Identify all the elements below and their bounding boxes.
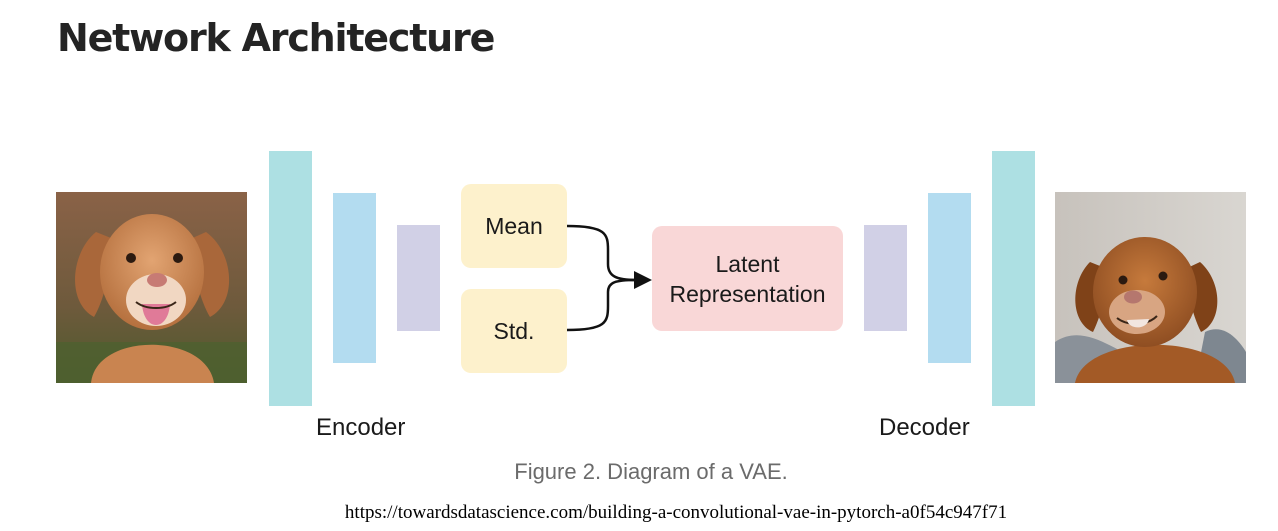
- figure-caption: Figure 2. Diagram of a VAE.: [514, 459, 788, 484]
- mean-label: Mean: [485, 213, 543, 239]
- encoder-layer-3: [397, 225, 440, 331]
- encoder-label: Encoder: [316, 414, 406, 441]
- std-label: Std.: [493, 318, 535, 344]
- std-box: Std.: [461, 289, 567, 373]
- encoder-layer-1: [269, 151, 312, 406]
- decoder-label: Decoder: [879, 414, 970, 441]
- dog-image-icon: [1055, 192, 1246, 383]
- input-dog-photo: [56, 192, 247, 383]
- source-url: https://towardsdatascience.com/building-…: [344, 502, 1008, 523]
- dog-image-icon: [56, 192, 247, 383]
- output-dog-photo: [1055, 192, 1246, 383]
- merge-arrow: [566, 224, 652, 332]
- decoder-layer-3: [992, 151, 1035, 406]
- decoder-layer-1: [864, 225, 907, 331]
- mean-box: Mean: [461, 184, 567, 268]
- encoder-layer-2: [333, 193, 376, 363]
- latent-representation-box: Latent Representation: [652, 226, 843, 331]
- latent-label-line2: Representation: [669, 280, 826, 307]
- page-title: Network Architecture: [57, 16, 495, 60]
- latent-label-line1: Latent: [715, 250, 780, 277]
- decoder-layer-2: [928, 193, 971, 363]
